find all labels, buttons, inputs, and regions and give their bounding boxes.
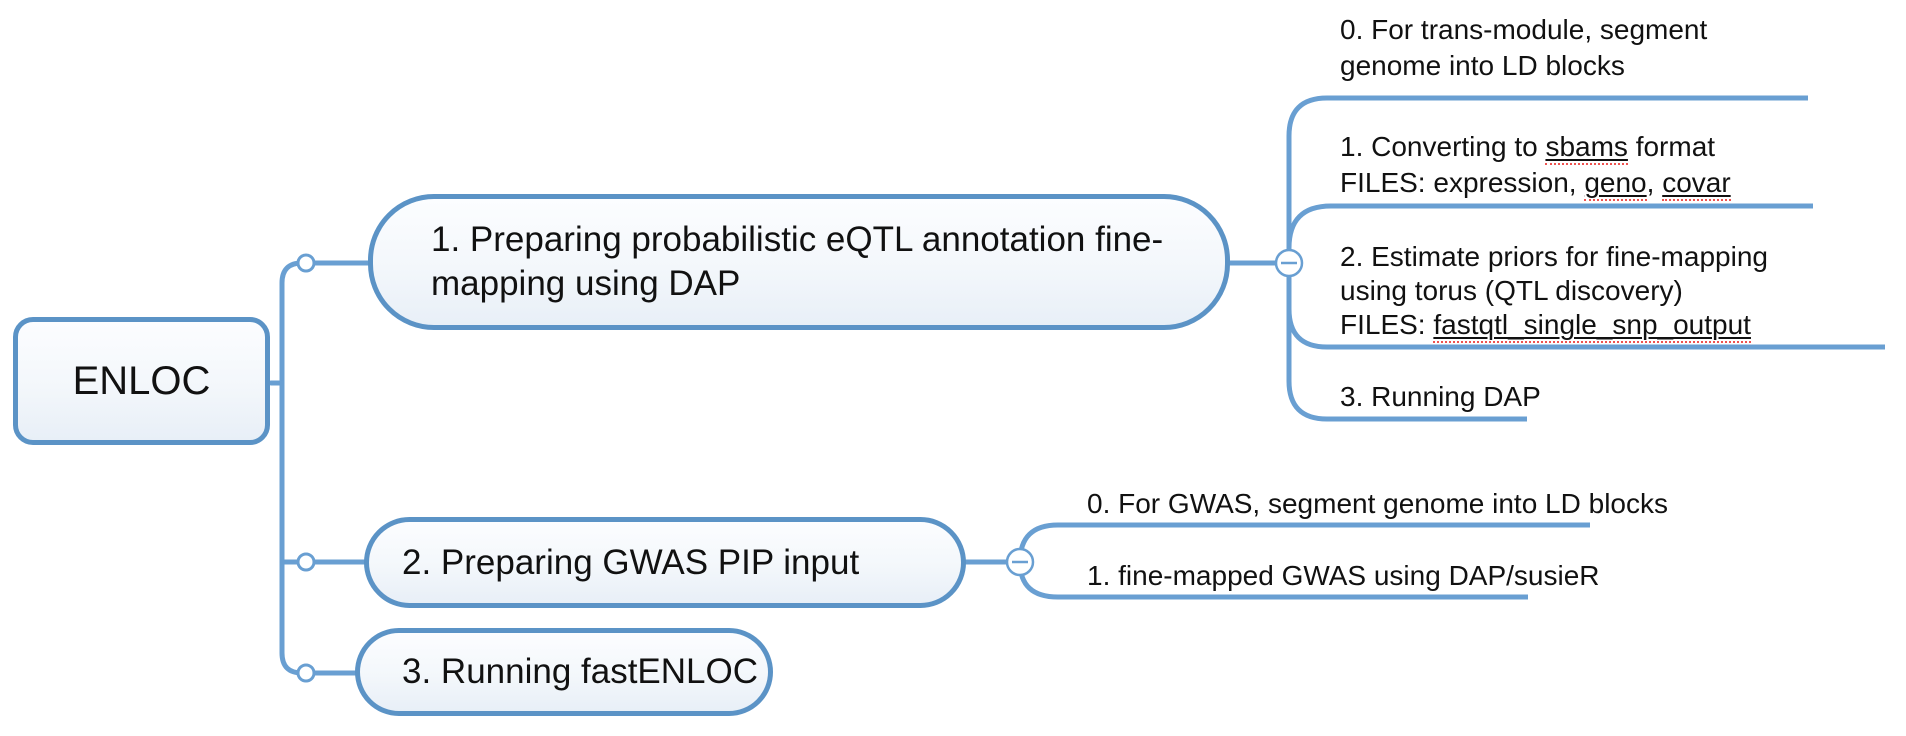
branch-node-label: 3. Running fastENLOC: [402, 652, 759, 691]
leaf-node-estimate-priors[interactable]: 2. Estimate priors for fine-mapping usin…: [1340, 240, 1768, 343]
leaf-line: 2. Estimate priors for fine-mapping: [1340, 240, 1768, 274]
junction-dot-icon: [296, 253, 316, 273]
leaf-line: 1. Converting to sbams format: [1340, 129, 1731, 165]
branch-node-running-fastenloc[interactable]: 3. Running fastENLOC: [355, 628, 773, 716]
trunk-to-branch1: [279, 260, 305, 386]
junction-dot-icon: [296, 663, 316, 683]
leaf-text: 1. Converting to: [1340, 131, 1546, 162]
leaf-line: 3. Running DAP: [1340, 379, 1541, 415]
root-node-label: ENLOC: [72, 358, 211, 403]
leaf-text-misspelled: covar: [1662, 167, 1731, 201]
leaf-node-finemapped-gwas[interactable]: 1. fine-mapped GWAS using DAP/susieR: [1087, 558, 1600, 594]
leaf-node-gwas-ld-blocks[interactable]: 0. For GWAS, segment genome into LD bloc…: [1087, 486, 1668, 522]
leaf-text: 0. For GWAS, segment genome into LD bloc…: [1087, 488, 1668, 519]
branch-node-preparing-eqtl-annotation[interactable]: 1. Preparing probabilistic eQTL annotati…: [368, 194, 1230, 330]
leaf-text-misspelled: sbams: [1545, 131, 1628, 165]
junction-dot-icon: [296, 552, 316, 572]
root-node-enloc[interactable]: ENLOC: [13, 317, 270, 445]
branch-node-label: 1. Preparing probabilistic eQTL annotati…: [431, 220, 1164, 303]
leaf-node-running-dap[interactable]: 3. Running DAP: [1340, 379, 1541, 415]
leaf-line: 0. For GWAS, segment genome into LD bloc…: [1087, 486, 1668, 522]
leaf-text: FILES:: [1340, 309, 1434, 340]
leaf-underline-running-dap: [1286, 263, 1527, 422]
leaf-text: 2. Estimate priors for fine-mapping: [1340, 241, 1768, 272]
trunk-to-branch3: [279, 380, 305, 676]
leaf-node-converting-sbams[interactable]: 1. Converting to sbams format FILES: exp…: [1340, 129, 1731, 201]
leaf-text-misspelled: fastqtl_single_snp_output: [1433, 309, 1751, 343]
leaf-text-misspelled: geno: [1584, 167, 1647, 201]
leaf-line: using torus (QTL discovery): [1340, 274, 1768, 308]
branch-node-label: 2. Preparing GWAS PIP input: [402, 542, 860, 582]
leaf-text: genome into LD blocks: [1340, 50, 1625, 81]
leaf-underline-gwas-ld-blocks: [1017, 522, 1590, 563]
branch-node-preparing-gwas-pip[interactable]: 2. Preparing GWAS PIP input: [364, 517, 966, 608]
leaf-text: using torus (QTL discovery): [1340, 275, 1683, 306]
leaf-text: format: [1627, 131, 1716, 162]
leaf-line: genome into LD blocks: [1340, 48, 1707, 84]
leaf-node-trans-module[interactable]: 0. For trans-module, segment genome into…: [1340, 12, 1707, 84]
leaf-line: 1. fine-mapped GWAS using DAP/susieR: [1087, 558, 1600, 594]
leaf-underline-trans-module: [1286, 95, 1808, 263]
leaf-underline-converting-sbams: [1286, 203, 1813, 263]
leaf-line: 0. For trans-module, segment: [1340, 12, 1707, 48]
leaf-text: 0. For trans-module, segment: [1340, 14, 1708, 45]
leaf-text: ,: [1646, 167, 1663, 198]
leaf-line: FILES: expression, geno, covar: [1340, 165, 1731, 201]
leaf-text: FILES: expression,: [1340, 167, 1585, 198]
leaf-text: 3. Running DAP: [1340, 381, 1541, 412]
leaf-line: FILES: fastqtl_single_snp_output: [1340, 308, 1768, 343]
leaf-text: 1. fine-mapped GWAS using DAP/susieR: [1087, 560, 1600, 591]
